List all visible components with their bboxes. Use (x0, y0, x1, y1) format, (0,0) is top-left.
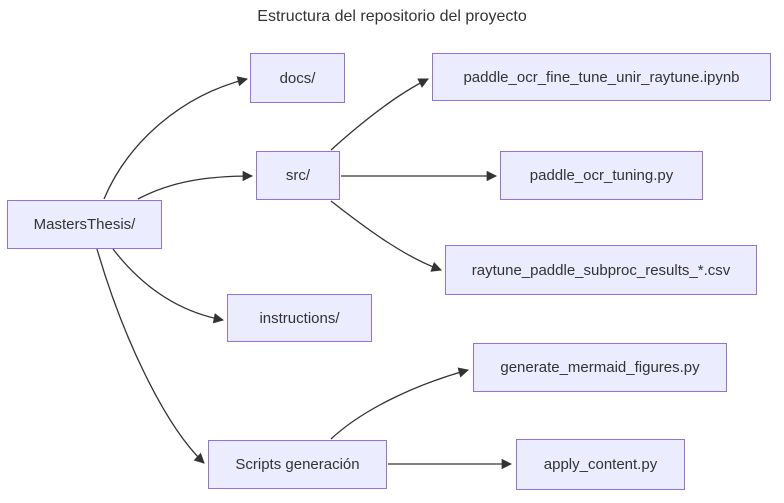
node-instructions-label: instructions/ (259, 309, 340, 327)
edge-mastersthesis-instructions (112, 248, 225, 324)
edge-src-csv (330, 200, 442, 272)
edge-mastersthesis-docs (103, 76, 249, 200)
node-docs: docs/ (250, 53, 345, 103)
node-scripts-generacion-label: Scripts generación (235, 456, 360, 473)
edge-mastersthesis-scripts (96, 248, 205, 464)
node-paddle-ocr-tuning-py: paddle_ocr_tuning.py (500, 151, 703, 200)
node-paddle-ocr-fine-tune-ipynb: paddle_ocr_fine_tune_unir_raytune.ipynb (432, 53, 771, 101)
node-generate-mermaid-figures-py-label: generate_mermaid_figures.py (500, 359, 700, 376)
diagram-title: Estructura del repositorio del proyecto (257, 8, 527, 25)
node-docs-label: docs/ (279, 69, 316, 87)
edge-src-ipynb (330, 78, 429, 151)
edge-mastersthesis-src (137, 170, 254, 200)
node-apply-content-py: apply_content.py (516, 439, 685, 490)
node-scripts-generacion: Scripts generación (208, 440, 387, 489)
node-raytune-results-csv: raytune_paddle_subproc_results_*.csv (445, 245, 757, 295)
node-mastersthesis-label: MastersThesis/ (33, 216, 136, 233)
node-src: src/ (256, 151, 340, 200)
node-paddle-ocr-fine-tune-ipynb-label: paddle_ocr_fine_tune_unir_raytune.ipynb (463, 68, 740, 86)
node-instructions: instructions/ (227, 294, 372, 342)
node-src-label: src/ (285, 167, 311, 184)
node-paddle-ocr-tuning-py-label: paddle_ocr_tuning.py (529, 167, 674, 184)
node-apply-content-py-label: apply_content.py (543, 456, 658, 473)
edge-scripts-generate (330, 367, 470, 440)
node-generate-mermaid-figures-py: generate_mermaid_figures.py (473, 343, 727, 392)
node-raytune-results-csv-label: raytune_paddle_subproc_results_*.csv (471, 261, 731, 279)
node-mastersthesis: MastersThesis/ (7, 200, 162, 249)
